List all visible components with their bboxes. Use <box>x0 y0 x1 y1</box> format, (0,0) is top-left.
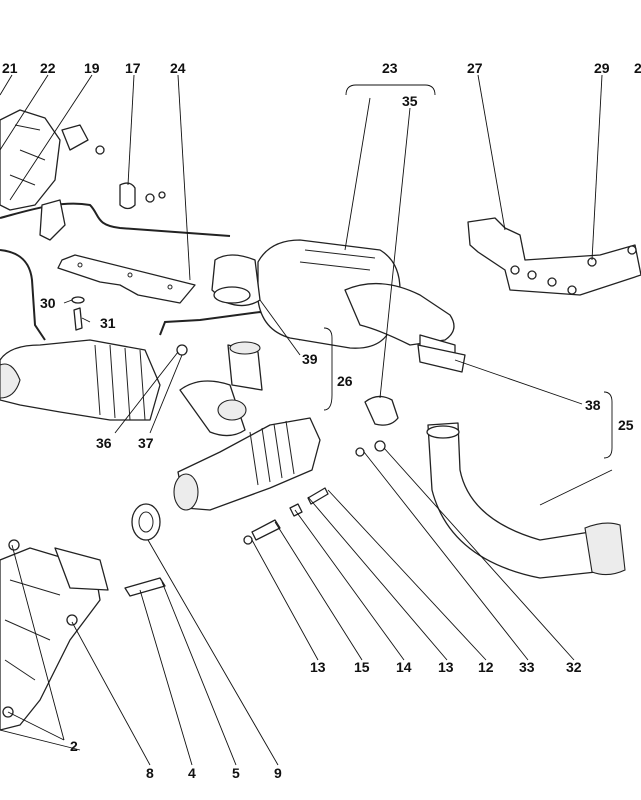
callout-15: 15 <box>354 659 370 675</box>
callout-13-left: 13 <box>310 659 326 675</box>
washer-30 <box>71 296 85 304</box>
callout-36: 36 <box>96 435 112 451</box>
clamp-17 <box>119 182 166 210</box>
callout-38: 38 <box>585 397 601 413</box>
callout-37: 37 <box>138 435 154 451</box>
callout-30: 30 <box>40 295 56 311</box>
leader-lines <box>0 74 613 766</box>
callout-19: 19 <box>84 60 100 76</box>
callout-21: 21 <box>2 60 18 76</box>
callout-33: 33 <box>519 659 535 675</box>
callout-29: 29 <box>594 60 610 76</box>
callout-25: 25 <box>618 417 634 433</box>
callout-14: 14 <box>396 659 412 675</box>
bolt-31 <box>73 307 83 331</box>
callout-2-top: 2 <box>634 60 641 76</box>
callout-35: 35 <box>402 93 418 109</box>
catalytic-converter <box>0 339 161 421</box>
gasket-9 <box>131 503 161 541</box>
callout-9: 9 <box>274 765 282 781</box>
clamp-39 <box>213 286 251 304</box>
washer-32 <box>374 440 386 452</box>
silencer <box>257 239 456 361</box>
center-flex-pipe <box>173 417 321 511</box>
sensor-cable <box>0 202 231 237</box>
callout-4: 4 <box>188 765 196 781</box>
callout-8: 8 <box>146 765 154 781</box>
clamp-38 <box>417 344 466 373</box>
callout-12: 12 <box>478 659 494 675</box>
clamp-35 <box>364 395 399 426</box>
callout-2: 2 <box>70 738 78 754</box>
callout-5: 5 <box>232 765 240 781</box>
callout-24: 24 <box>170 60 186 76</box>
callout-26: 26 <box>337 373 353 389</box>
callout-17: 17 <box>125 60 141 76</box>
callout-22: 22 <box>40 60 56 76</box>
washer-8 <box>66 614 78 626</box>
callout-labels: 21 22 19 17 24 23 35 27 29 2 30 31 39 26… <box>2 60 641 781</box>
heat-shield-plate <box>57 254 196 304</box>
mounting-bracket <box>467 217 641 296</box>
callout-39: 39 <box>302 351 318 367</box>
callout-31: 31 <box>100 315 116 331</box>
nut-33 <box>355 447 365 457</box>
sensor-cable-left <box>0 249 46 341</box>
callout-23: 23 <box>382 60 398 76</box>
spring-bolt-set <box>243 487 329 545</box>
callout-13-right: 13 <box>438 659 454 675</box>
callout-27: 27 <box>467 60 483 76</box>
callout-32: 32 <box>566 659 582 675</box>
sensor-nut <box>176 344 188 356</box>
connection-pipe-26 <box>179 341 263 437</box>
upper-left-bracket <box>0 109 105 211</box>
bolt-4-5 <box>124 577 166 597</box>
cable-clip <box>39 199 66 241</box>
tailpipe-25 <box>426 422 626 579</box>
